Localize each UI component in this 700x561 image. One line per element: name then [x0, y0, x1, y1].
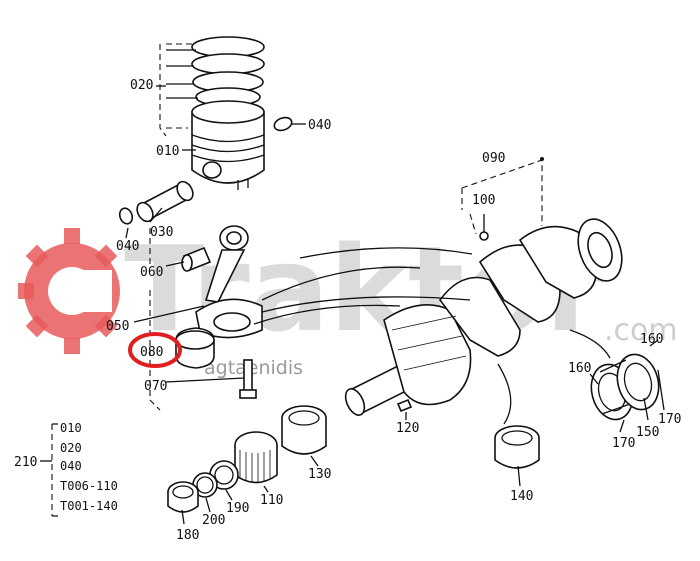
- watermark-domain: .com: [604, 313, 678, 348]
- piston: [191, 100, 265, 190]
- piston-pin: [136, 180, 194, 223]
- small-end-bush: [181, 246, 212, 272]
- connecting-rod: [195, 225, 263, 339]
- kit-item-1: 010: [60, 421, 82, 435]
- part-labels: 020 010 040 030 040 060 050 080 070 090 …: [106, 78, 681, 543]
- highlight-ring: [128, 332, 182, 368]
- piston-rings: [191, 36, 265, 107]
- label-060: 060: [140, 265, 163, 280]
- label-170-b: 170: [658, 412, 681, 427]
- label-040-left: 040: [116, 239, 139, 254]
- label-110: 110: [260, 493, 283, 508]
- label-160-a: 160: [568, 361, 591, 376]
- label-030: 030: [150, 225, 173, 240]
- bush-180: [167, 481, 199, 513]
- gear-logo-icon: [18, 228, 120, 354]
- kit-item-5: T001-140: [60, 499, 118, 513]
- leader-lines: [125, 49, 665, 525]
- watermark-subtitle: agtaenidis: [204, 357, 303, 379]
- label-010: 010: [156, 144, 179, 159]
- main-bearing-rear: [281, 405, 327, 455]
- conrod-bolt: [239, 359, 257, 399]
- label-020: 020: [130, 78, 153, 93]
- crankshaft: [344, 218, 623, 416]
- dowel-pin: [396, 398, 413, 413]
- label-080[interactable]: 080: [140, 345, 163, 360]
- label-130: 130: [308, 467, 331, 482]
- label-070: 070: [144, 379, 167, 394]
- label-200: 200: [202, 513, 225, 528]
- label-120: 120: [396, 421, 419, 436]
- front-bearing-set: [590, 353, 660, 421]
- assembly-arrows: [253, 247, 611, 425]
- main-bearing-140: [494, 425, 540, 469]
- label-190: 190: [226, 501, 249, 516]
- kit-number: 210: [14, 455, 37, 470]
- label-160-b: 160: [640, 332, 663, 347]
- label-090: 090: [482, 151, 505, 166]
- label-170-a: 170: [612, 436, 635, 451]
- conrod-bearing: [175, 327, 215, 369]
- plug-100: [479, 231, 489, 241]
- kit-item-4: T006-110: [60, 479, 118, 493]
- crank-gear: [234, 431, 278, 484]
- label-100: 100: [472, 193, 495, 208]
- snap-ring-top: [273, 116, 293, 132]
- snap-ring-left: [118, 207, 134, 225]
- kit-item-2: 020: [60, 441, 82, 455]
- marker-dot: [540, 157, 544, 161]
- kit-legend: 210 010 020 040 T006-110 T001-140: [14, 421, 118, 517]
- label-140: 140: [510, 489, 533, 504]
- label-050: 050: [106, 319, 129, 334]
- label-040-top: 040: [308, 118, 331, 133]
- label-150: 150: [636, 425, 659, 440]
- label-180: 180: [176, 528, 199, 543]
- kit-item-3: 040: [60, 459, 82, 473]
